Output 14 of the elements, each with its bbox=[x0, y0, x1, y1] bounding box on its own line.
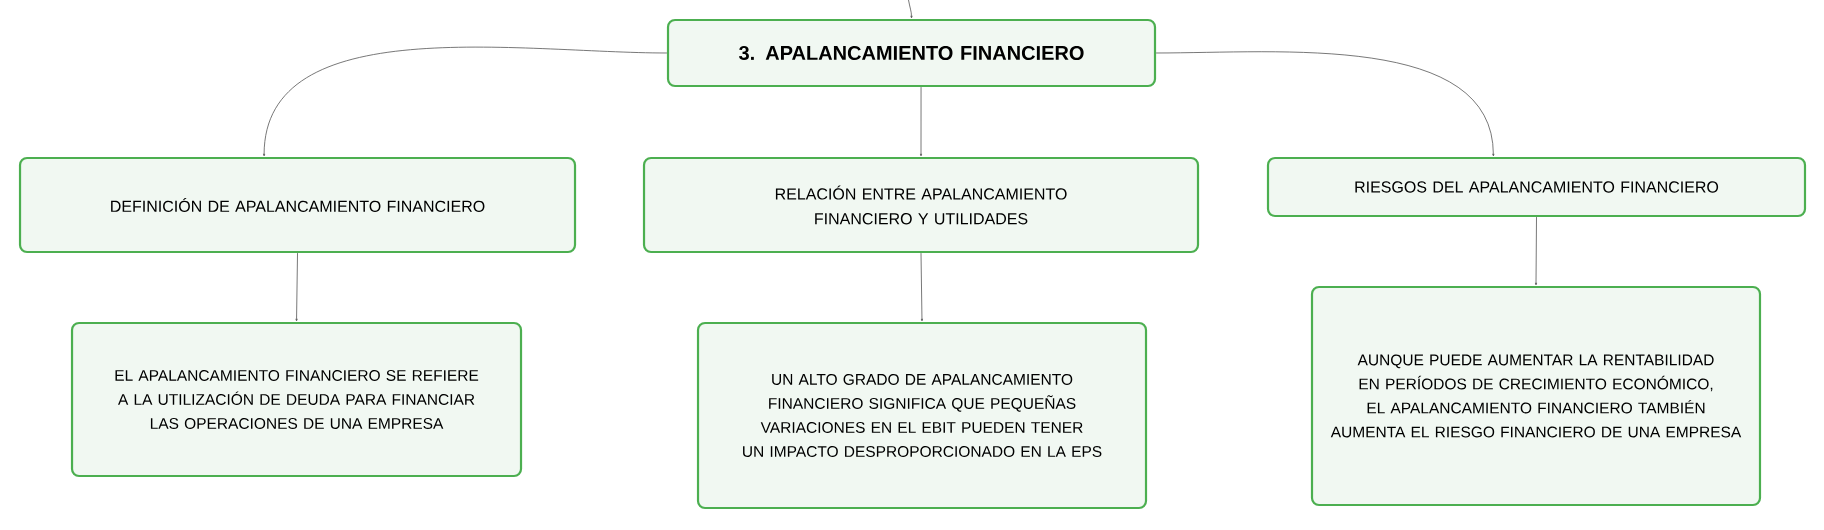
arrow bbox=[295, 252, 298, 322]
arrow bbox=[920, 252, 924, 322]
arrow bbox=[1534, 216, 1538, 286]
topic-box: RIESGOS DEL APALANCAMIENTO FINANCIERO bbox=[1266, 156, 1807, 218]
arrow bbox=[263, 46, 668, 157]
arrow bbox=[919, 86, 923, 157]
title-box: 3. APALANCAMIENTO FINANCIERO bbox=[666, 18, 1157, 88]
description-box: EL APALANCAMIENTO FINANCIERO SE REFIERE A LA UTILIZACIÓN DE DEUDA PARA FINANCIAR LAS OPERACIONES DE UNA EMPRESA bbox=[70, 321, 523, 478]
arrow bbox=[908, 0, 913, 19]
arrow bbox=[1155, 51, 1495, 157]
description-box: AUNQUE PUEDE AUMENTAR LA RENTABILIDAD EN PERÍODOS DE CRECIMIENTO ECONÓMICO, EL APALANCAMIENTO FINANCIERO TAMBIÉN AUMENTA EL RIESGO FINANCIERO DE UNA EMPRESA bbox=[1310, 285, 1762, 507]
topic-box: DEFINICIÓN DE APALANCAMIENTO FINANCIERO bbox=[18, 156, 577, 254]
description-box: UN ALTO GRADO DE APALANCAMIENTO FINANCIERO SIGNIFICA QUE PEQUEÑAS VARIACIONES EN EL EBIT PUEDEN TENER UN IMPACTO DESPROPORCIONADO EN LA EPS bbox=[696, 321, 1148, 510]
topic-box: RELACIÓN ENTRE APALANCAMIENTO FINANCIERO Y UTILIDADES bbox=[642, 156, 1200, 254]
